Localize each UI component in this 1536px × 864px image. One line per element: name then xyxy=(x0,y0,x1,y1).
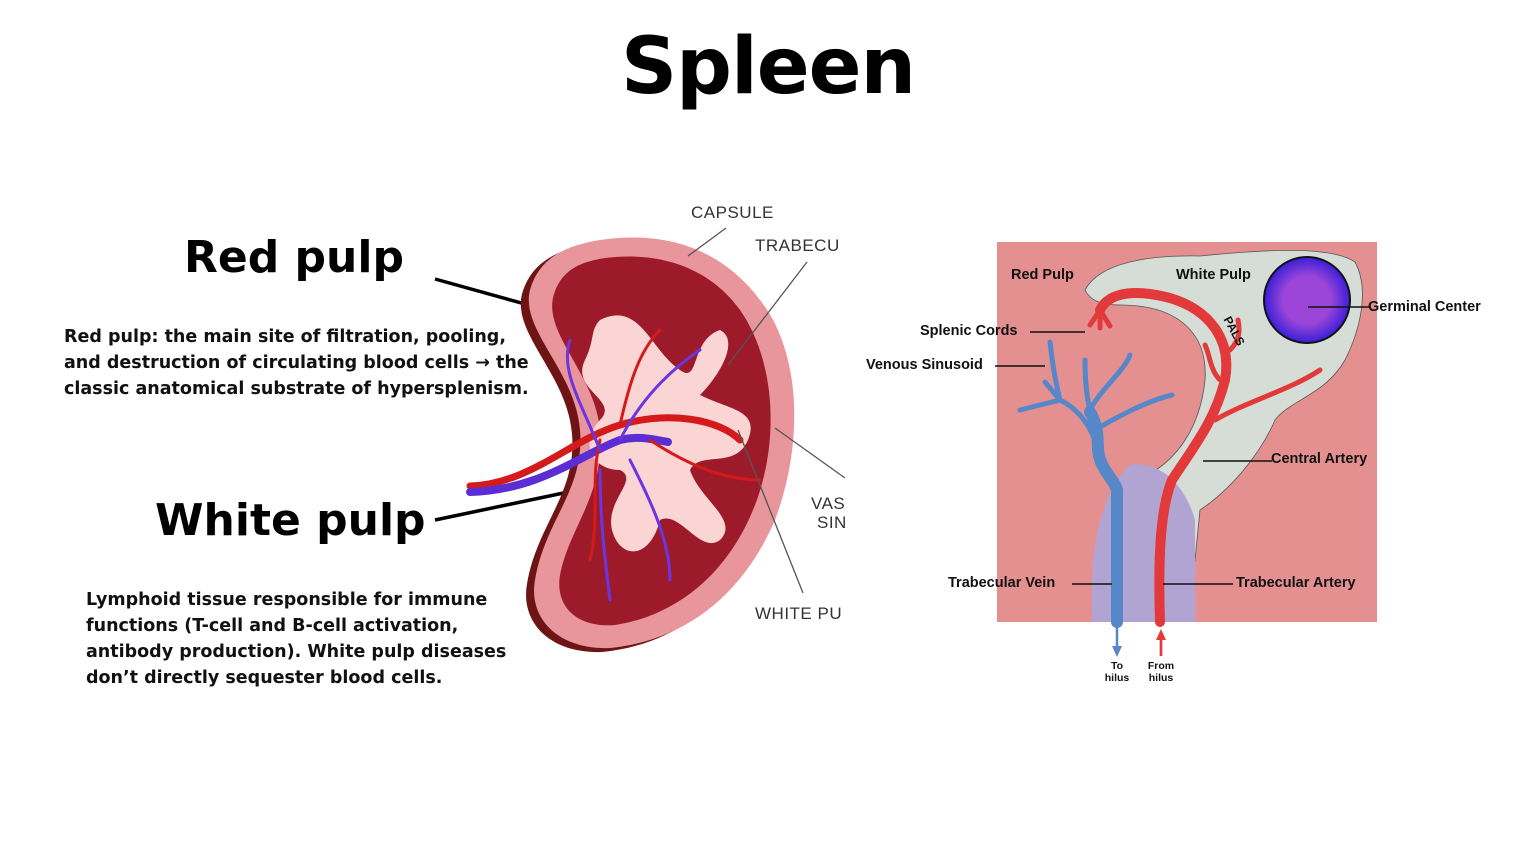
white-pulp-region xyxy=(582,315,751,552)
white-pulp-description: Lymphoid tissue responsible for immune f… xyxy=(86,587,506,691)
label-vascular-2: SIN xyxy=(817,513,847,532)
label-capsule: CAPSULE xyxy=(691,203,774,222)
text-line: functions (T-cell and B-cell activation, xyxy=(86,616,459,636)
to-hilus-arrow-icon xyxy=(1112,646,1122,657)
text-line: and destruction of circulating blood cel… xyxy=(64,353,529,373)
splenic-vein xyxy=(466,433,672,496)
label-red-pulp: Red Pulp xyxy=(1011,267,1074,283)
from-hilus-arrow-icon xyxy=(1156,629,1166,640)
label-white-pulp-illustration: WHITE PU xyxy=(755,604,843,623)
label-to-hilus: To hilus xyxy=(1097,660,1137,684)
label-vascular-1: VAS xyxy=(811,494,846,513)
venous-sinusoids xyxy=(1017,339,1175,458)
text-line: Lymphoid tissue responsible for immune xyxy=(86,590,488,610)
text-line: From xyxy=(1147,660,1175,672)
label-trabecula: TRABECU xyxy=(755,236,840,255)
flow-arrows xyxy=(1115,626,1163,657)
spleen-illustration xyxy=(466,227,845,653)
red-pulp-heading: Red pulp xyxy=(184,232,404,283)
text-line: classic anatomical substrate of hyperspl… xyxy=(64,379,529,399)
label-venous-sinusoid: Venous Sinusoid xyxy=(866,357,983,373)
text-line: Red pulp: the main site of filtration, p… xyxy=(64,327,506,347)
text-line: To xyxy=(1110,660,1124,672)
text-line: hilus xyxy=(1104,672,1130,684)
text-line: antibody production). White pulp disease… xyxy=(86,642,507,662)
text-line: don’t directly sequester blood cells. xyxy=(86,668,443,688)
label-central-artery: Central Artery xyxy=(1271,451,1368,467)
germinal-center xyxy=(1263,256,1351,344)
label-trabecular-vein: Trabecular Vein xyxy=(948,575,1056,591)
label-from-hilus: From hilus xyxy=(1141,660,1181,684)
central-artery xyxy=(1095,288,1232,627)
page-title: Spleen xyxy=(620,22,916,112)
white-pulp-heading: White pulp xyxy=(155,495,426,546)
label-white-pulp: White Pulp xyxy=(1176,267,1251,283)
arterial-branches xyxy=(588,328,762,562)
label-trabecular-artery: Trabecular Artery xyxy=(1236,575,1356,591)
microanatomy-diagram xyxy=(995,242,1377,657)
red-pulp-description: Red pulp: the main site of filtration, p… xyxy=(64,324,529,402)
label-germinal-center: Germinal Center xyxy=(1368,299,1481,315)
venous-branches xyxy=(565,338,702,602)
text-line: hilus xyxy=(1148,672,1174,684)
arterial-branches xyxy=(1087,307,1323,423)
label-splenic-cords: Splenic Cords xyxy=(920,323,1018,339)
